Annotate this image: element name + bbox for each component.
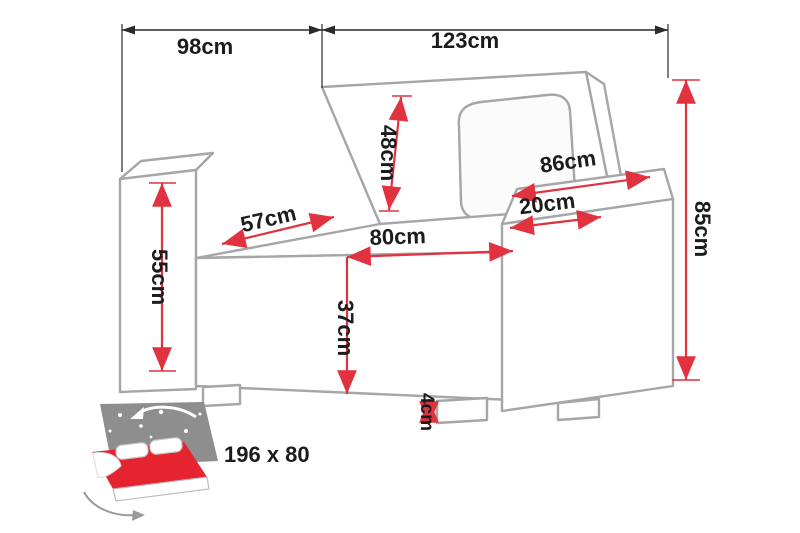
leg-right — [556, 397, 601, 422]
dim-line-86 — [511, 170, 651, 203]
arrow-98-left — [122, 25, 135, 35]
dim-label-4cm: 4cm — [416, 393, 437, 431]
dim-label-85cm: 85cm — [690, 201, 715, 257]
red-dimension-lines — [149, 79, 700, 425]
bed-pillows — [115, 437, 183, 460]
dim-label-37cm: 37cm — [333, 300, 358, 356]
dim-label-98cm: 98cm — [177, 34, 233, 59]
arrow-123-left — [322, 25, 335, 35]
dim-label-55cm: 55cm — [147, 249, 172, 305]
sleeping-area-label: 196 x 80 — [224, 442, 310, 467]
top-dimension-lines — [121, 24, 669, 172]
bed-mattress-edge — [112, 476, 210, 502]
dim-label-48cm: 48cm — [376, 125, 401, 181]
leg-center — [435, 396, 489, 425]
dim-line-48 — [381, 96, 409, 211]
leg-left — [201, 383, 242, 408]
sofa-bed-icon — [83, 402, 218, 521]
bed-width-arrow — [83, 491, 137, 517]
bed-blanket — [92, 452, 122, 478]
dim-label-123cm: 123cm — [431, 28, 500, 53]
arrow-123-right — [655, 25, 668, 35]
dim-line-80 — [346, 241, 514, 267]
top-dimension-arrows — [122, 25, 668, 35]
right-armrest-front — [500, 197, 675, 413]
bed-width-arrowhead — [132, 510, 145, 521]
dim-line-20 — [509, 210, 602, 235]
dim-label-57cm: 57cm — [238, 200, 298, 237]
dim-line-57 — [221, 212, 335, 249]
arrow-98-right — [309, 25, 322, 35]
bed-unfold-arrowhead — [130, 407, 144, 419]
dim-label-80cm: 80cm — [369, 223, 426, 250]
